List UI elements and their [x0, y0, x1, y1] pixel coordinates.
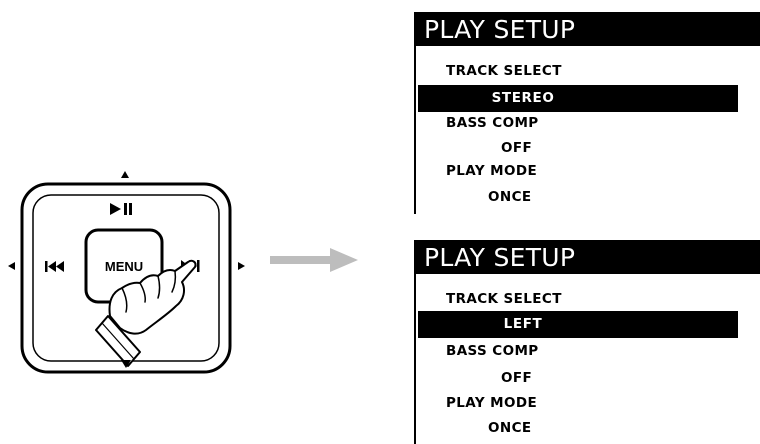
- play-setup-screen-after: PLAY SETUP TRACK SELECT LEFT BASS COMP O…: [414, 240, 760, 444]
- play-pause-icon[interactable]: [110, 203, 132, 215]
- track-select-label: TRACK SELECT: [446, 291, 562, 307]
- play-mode-label: PLAY MODE: [446, 163, 538, 179]
- screen-body: TRACK SELECT STEREO BASS COMP OFF PLAY M…: [414, 46, 760, 214]
- track-select-value: STEREO: [491, 90, 555, 106]
- triangle-left-icon[interactable]: [8, 262, 15, 270]
- triangle-down-icon[interactable]: [121, 360, 131, 368]
- right-arrow-icon: [270, 248, 358, 272]
- track-select-label: TRACK SELECT: [446, 63, 562, 79]
- menu-button-label: MENU: [105, 259, 143, 274]
- selected-row[interactable]: LEFT: [418, 311, 738, 338]
- play-mode-value[interactable]: ONCE: [488, 420, 532, 436]
- triangle-right-icon[interactable]: [238, 262, 245, 270]
- bass-comp-label: BASS COMP: [446, 343, 539, 359]
- pointing-hand-icon: [95, 259, 197, 367]
- play-mode-label: PLAY MODE: [446, 395, 538, 411]
- bass-comp-value[interactable]: OFF: [501, 370, 533, 386]
- selected-row[interactable]: STEREO: [418, 85, 738, 112]
- screen-body: TRACK SELECT LEFT BASS COMP OFF PLAY MOD…: [414, 274, 760, 444]
- remote-control: MENU: [8, 171, 245, 374]
- previous-track-icon[interactable]: [45, 261, 64, 272]
- play-setup-screen-before: PLAY SETUP TRACK SELECT STEREO BASS COMP…: [414, 12, 760, 217]
- bass-comp-value[interactable]: OFF: [501, 140, 533, 156]
- screen-title: PLAY SETUP: [414, 240, 760, 274]
- screen-title: PLAY SETUP: [414, 12, 760, 46]
- triangle-up-icon[interactable]: [121, 171, 129, 178]
- track-select-value: LEFT: [503, 316, 543, 332]
- play-mode-value[interactable]: ONCE: [488, 189, 532, 205]
- bass-comp-label: BASS COMP: [446, 115, 539, 131]
